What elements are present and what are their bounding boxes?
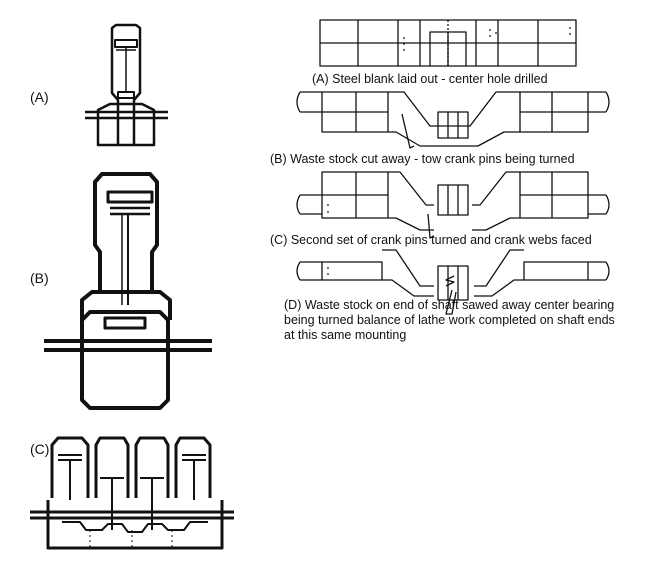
crankshaft-step-c (296, 171, 610, 239)
crankshaft-step-d (296, 249, 610, 315)
caption-d-line-1: (D) Waste stock on end of shaft sawed aw… (284, 298, 615, 312)
engine-multi-c (30, 436, 234, 550)
caption-d-line-3: at this same mounting (284, 328, 407, 342)
drill-marks (327, 27, 571, 275)
caption-c: (C) Second set of crank pins turned and … (270, 233, 592, 247)
caption-a: (A) Steel blank laid out - center hole d… (312, 72, 548, 86)
figure-label-b: (B) (30, 270, 49, 286)
crankshaft-step-b (296, 91, 610, 149)
engine-small-a (85, 23, 168, 147)
engine-large-b (44, 172, 212, 410)
caption-d-line-2: being turned balance of lathe work compl… (284, 313, 615, 327)
figure-label-c: (C) (30, 441, 50, 457)
caption-b: (B) Waste stock cut away - tow crank pin… (270, 152, 575, 166)
crankshaft-step-a (319, 19, 577, 67)
figure-label-a: (A) (30, 89, 49, 105)
